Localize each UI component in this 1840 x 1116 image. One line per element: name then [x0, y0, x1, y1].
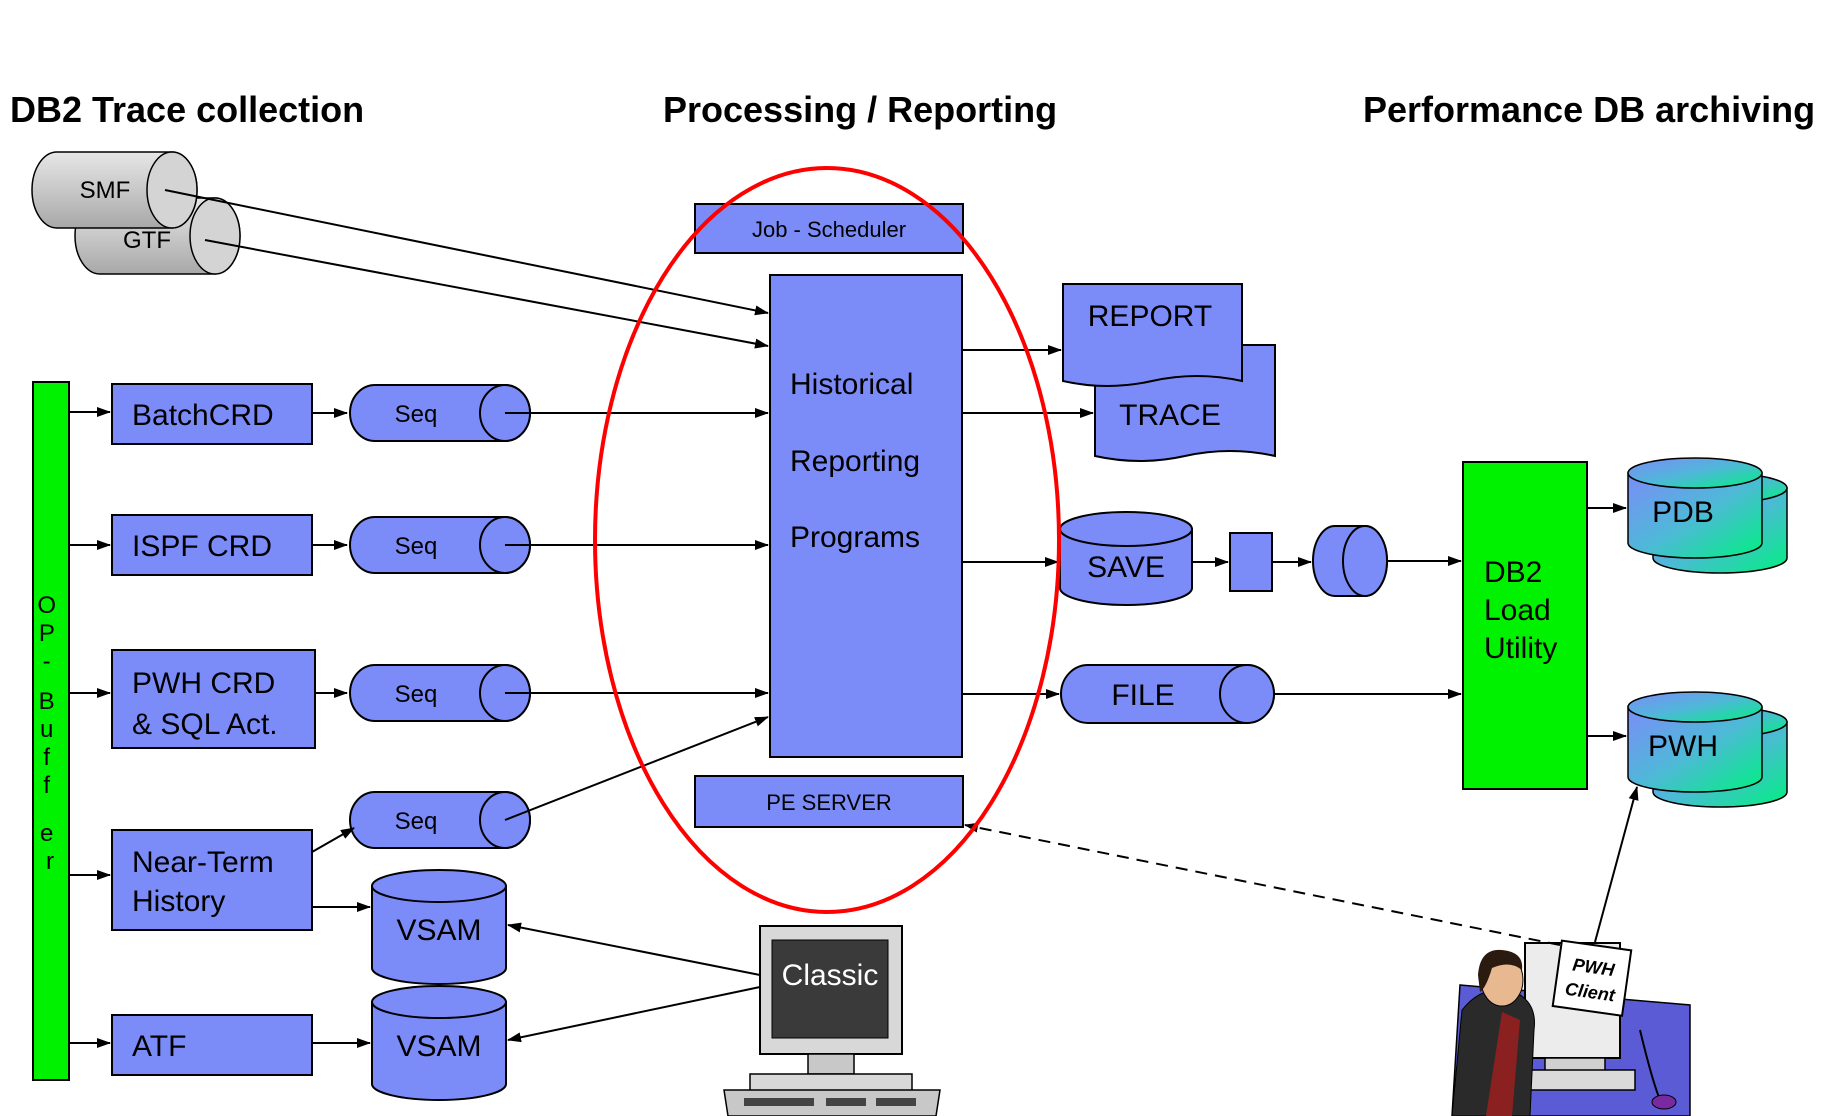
- pdb-database: PDB: [1627, 457, 1788, 574]
- arrow-nearterm-to-seq: [311, 827, 355, 853]
- save-label: SAVE: [1087, 551, 1165, 584]
- load-label-line3: Utility: [1484, 632, 1557, 665]
- op-buffer-letter: P: [39, 620, 55, 647]
- seq-cylinder-4: Seq: [349, 791, 531, 849]
- vsam-label: VSAM: [396, 1030, 481, 1063]
- header-performance-db-archiving: Performance DB archiving: [1363, 89, 1815, 130]
- smf-label: SMF: [80, 177, 131, 204]
- op-buffer-letter: B: [39, 688, 55, 715]
- pdb-label: PDB: [1652, 496, 1714, 529]
- pe-server-box: PE SERVER: [694, 775, 964, 828]
- file-label: FILE: [1111, 679, 1174, 712]
- classic-terminal: Classic: [723, 925, 941, 1116]
- trace-label: TRACE: [1119, 399, 1221, 432]
- job-scheduler-label: Job - Scheduler: [752, 217, 906, 242]
- file-cylinder: FILE: [1060, 664, 1275, 724]
- load-label-line1: DB2: [1484, 556, 1542, 589]
- pwh-database: PWH: [1627, 691, 1788, 808]
- arrow-gtf-to-programs: [204, 239, 769, 349]
- op-buffer-letter: f: [43, 772, 50, 799]
- op-buffer-letter: -: [43, 648, 51, 675]
- gtf-label: GTF: [123, 227, 171, 254]
- op-buffer-label: O P - B u f f e r: [37, 592, 62, 875]
- seq-cylinder-1: Seq: [349, 384, 531, 442]
- batchcrd-box: BatchCRD: [111, 383, 313, 445]
- atf-label: ATF: [132, 1030, 186, 1063]
- pwhcrd-box: PWH CRD & SQL Act.: [111, 649, 316, 749]
- seq-cylinder-2: Seq: [349, 516, 531, 574]
- classic-label: Classic: [782, 959, 879, 992]
- seq-label: Seq: [395, 533, 438, 560]
- load-label-line2: Load: [1484, 594, 1551, 627]
- seq-label: Seq: [395, 808, 438, 835]
- seq-label: Seq: [395, 681, 438, 708]
- report-document: REPORT: [1062, 283, 1243, 387]
- intermediate-box: [1229, 532, 1273, 592]
- smf-cylinder: SMF: [31, 151, 198, 229]
- save-cylinder: SAVE: [1059, 511, 1193, 606]
- pwh-client-workstation: PWH Client: [1451, 939, 1691, 1116]
- transfer-cylinder: [1312, 525, 1388, 597]
- op-buffer-letter: e: [40, 820, 53, 847]
- job-scheduler-box: Job - Scheduler: [694, 203, 964, 254]
- op-buffer-bar: O P - B u f f e r: [32, 381, 70, 1081]
- vsam-label: VSAM: [396, 914, 481, 947]
- op-buffer-letter: O: [37, 592, 56, 619]
- pwhcrd-label-line2: & SQL Act.: [132, 708, 278, 741]
- pe-server-label: PE SERVER: [766, 790, 892, 815]
- arrow-client-to-pwh: [1594, 786, 1639, 943]
- op-buffer-letter: r: [46, 848, 54, 875]
- seq-label: Seq: [395, 401, 438, 428]
- arrow-client-to-pe-server: [964, 822, 1561, 946]
- seq-cylinder-3: Seq: [349, 664, 531, 722]
- nearterm-history-box: Near-Term History: [111, 829, 313, 931]
- header-trace-collection: DB2 Trace collection: [10, 89, 364, 130]
- ispfcrd-label: ISPF CRD: [132, 530, 272, 563]
- nearterm-label-line2: History: [132, 885, 225, 918]
- op-buffer-letter: u: [40, 716, 53, 743]
- programs-label-line1: Historical: [790, 368, 913, 401]
- ispfcrd-box: ISPF CRD: [111, 514, 313, 576]
- historical-reporting-programs-box: Historical Reporting Programs: [769, 274, 963, 758]
- vsam-cylinder-1: VSAM: [371, 869, 507, 985]
- nearterm-label-line1: Near-Term: [132, 846, 274, 879]
- pwhcrd-label-line1: PWH CRD: [132, 667, 275, 700]
- programs-label-line3: Programs: [790, 521, 920, 554]
- processing-highlight-ellipse: [593, 166, 1061, 914]
- atf-box: ATF: [111, 1014, 313, 1076]
- batchcrd-label: BatchCRD: [132, 399, 274, 432]
- pwh-label: PWH: [1648, 730, 1718, 763]
- person-icon: [1451, 949, 1677, 1116]
- arrow-classic-to-vsam2: [507, 986, 761, 1043]
- arrow-smf-to-programs: [164, 189, 769, 316]
- header-processing-reporting: Processing / Reporting: [663, 89, 1057, 130]
- op-buffer-letter: f: [43, 744, 50, 771]
- programs-label-line2: Reporting: [790, 445, 920, 478]
- arrow-seq4-to-programs: [504, 716, 769, 821]
- db2-load-utility-box: DB2 Load Utility: [1462, 461, 1588, 790]
- report-label: REPORT: [1088, 300, 1212, 333]
- arrow-classic-to-vsam1: [507, 922, 761, 976]
- vsam-cylinder-2: VSAM: [371, 985, 507, 1101]
